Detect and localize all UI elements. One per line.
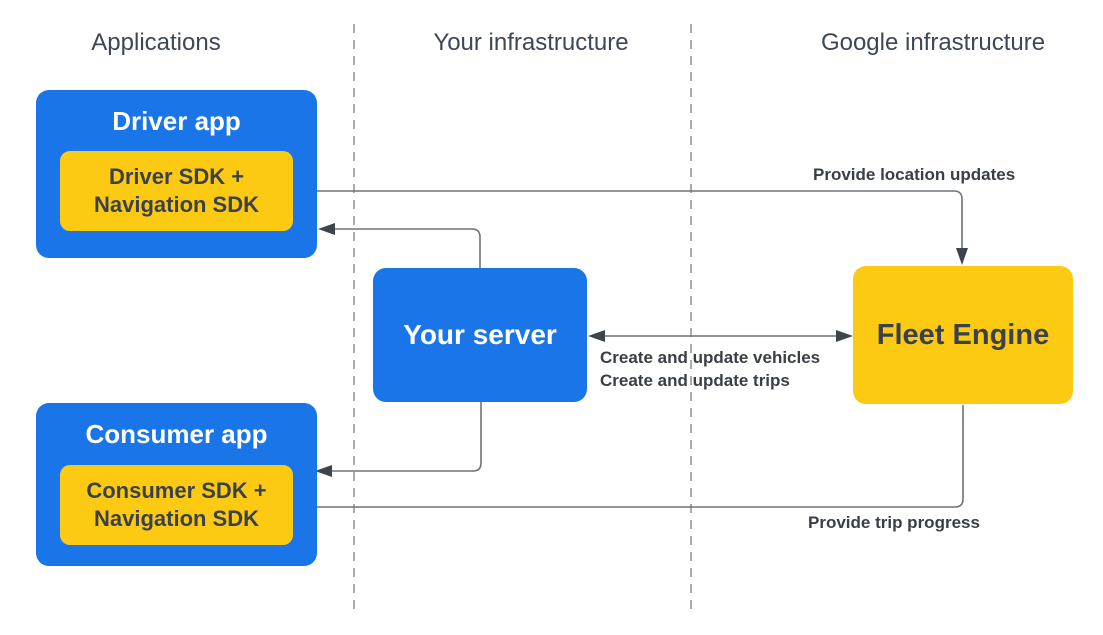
lane-divider-right — [690, 24, 692, 614]
arrowhead-down-fleet-engine — [956, 248, 968, 265]
column-header-your-infrastructure: Your infrastructure — [433, 29, 629, 56]
node-consumer-app: Consumer app Consumer SDK + Navigation S… — [36, 403, 317, 566]
arrowhead-right-fleet-engine — [836, 330, 853, 342]
edge-label-create-vehicles: Create and update vehicles — [600, 348, 821, 367]
edge-server-to-driver-app — [334, 228, 481, 268]
edge-label-location-updates: Provide location updates — [813, 165, 1016, 184]
edge-trip-progress — [307, 405, 964, 508]
edge-location-updates — [293, 190, 963, 249]
lane-divider-left — [353, 24, 355, 614]
arrowhead-left-driver-app — [318, 223, 335, 235]
edge-server-to-consumer-app — [331, 402, 482, 472]
driver-sdk-line1: Driver SDK + — [108, 164, 245, 189]
edge-label-trip-progress: Provide trip progress — [808, 513, 980, 532]
driver-app-title: Driver app — [112, 106, 241, 136]
node-driver-app: Driver app Driver SDK + Navigation SDK — [36, 90, 317, 258]
node-consumer-sdk: Consumer SDK + Navigation SDK — [60, 465, 293, 545]
your-server-title: Your server — [403, 319, 557, 350]
node-fleet-engine: Fleet Engine — [853, 266, 1073, 404]
consumer-sdk-line1: Consumer SDK + — [86, 478, 267, 503]
driver-sdk-line2: Navigation SDK — [93, 192, 260, 217]
fleet-engine-title: Fleet Engine — [876, 318, 1050, 351]
column-header-google-infrastructure: Google infrastructure — [820, 29, 1046, 56]
arrowhead-left-consumer-app — [315, 465, 332, 477]
edge-label-create-trips: Create and update trips — [600, 371, 790, 390]
node-your-server: Your server — [373, 268, 587, 402]
consumer-sdk-line2: Navigation SDK — [93, 506, 260, 531]
arrowhead-left-your-server — [588, 330, 605, 342]
column-header-applications: Applications — [91, 29, 221, 56]
node-driver-sdk: Driver SDK + Navigation SDK — [60, 151, 293, 231]
consumer-app-title: Consumer app — [85, 419, 268, 449]
